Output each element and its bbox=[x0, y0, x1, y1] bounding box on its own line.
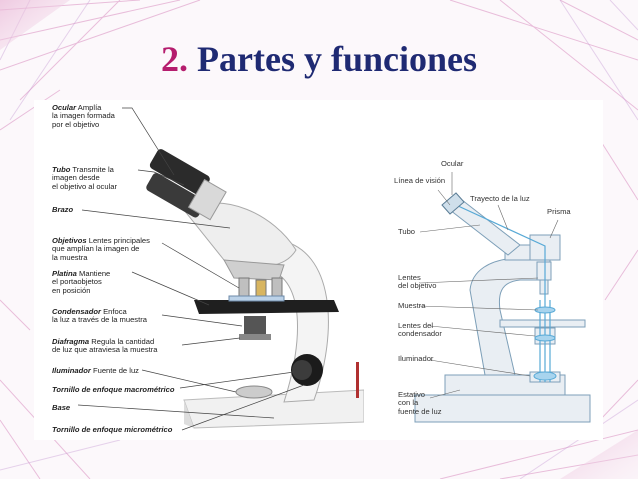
label-iluminador-right: Iluminador bbox=[398, 354, 434, 363]
title-text: Partes y funciones bbox=[197, 39, 477, 79]
label-prisma: Prisma bbox=[547, 207, 571, 216]
label-tubo-right: Tubo bbox=[398, 227, 416, 236]
page-title: 2. Partes y funciones bbox=[0, 38, 638, 80]
label-brazo: Brazo bbox=[52, 205, 74, 214]
label-tornillo-micrometrico: Tornillo de enfoque micrométrico bbox=[52, 425, 173, 434]
label-trayecto-luz: Trayecto de la luz bbox=[470, 194, 530, 203]
label-tornillo-macrometrico: Tornillo de enfoque macrométrico bbox=[52, 385, 175, 394]
label-ocular-right: Ocular bbox=[441, 159, 464, 168]
label-muestra: Muestra bbox=[398, 301, 426, 310]
label-linea-vision: Línea de visión bbox=[394, 176, 446, 185]
left-leader-lines bbox=[77, 107, 305, 431]
title-number: 2. bbox=[161, 39, 189, 79]
microscope-schematic bbox=[414, 172, 591, 423]
label-iluminador: Iluminador Fuente de luz bbox=[52, 366, 139, 375]
label-base: Base bbox=[52, 403, 71, 412]
